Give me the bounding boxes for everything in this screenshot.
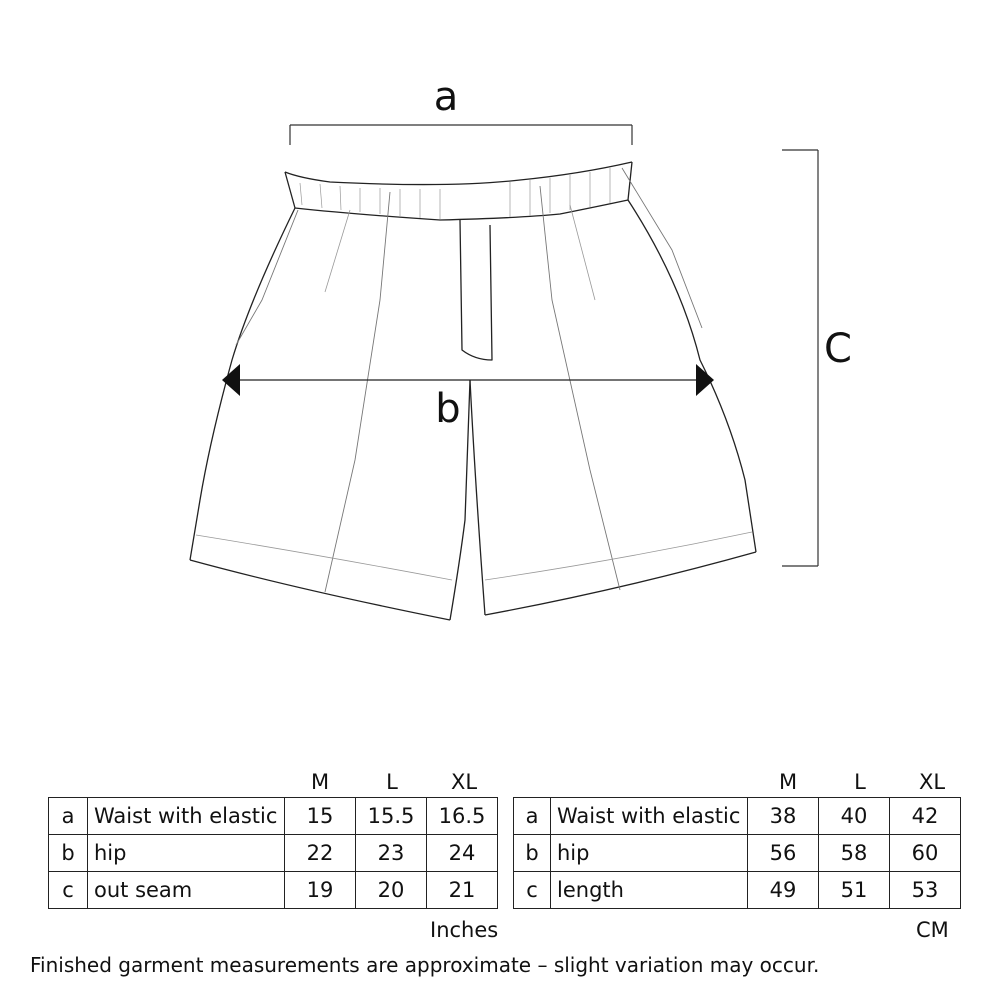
cell-value: 23 bbox=[355, 834, 427, 872]
cell-value: 16.5 bbox=[426, 797, 498, 835]
cell-value: 58 bbox=[818, 834, 890, 872]
inches-size-l: L bbox=[386, 770, 398, 794]
table-row: c length 49 51 53 bbox=[513, 871, 961, 909]
dimension-label-a: a bbox=[434, 74, 459, 120]
measurement-disclaimer: Finished garment measurements are approx… bbox=[30, 953, 820, 977]
length-dimension-bracket bbox=[782, 149, 819, 567]
cell-value: 24 bbox=[426, 834, 498, 872]
table-row: a Waist with elastic 15 15.5 16.5 bbox=[48, 797, 498, 835]
cell-value: 53 bbox=[889, 871, 961, 909]
table-row: a Waist with elastic 38 40 42 bbox=[513, 797, 961, 835]
cell-value: 15 bbox=[284, 797, 356, 835]
cell-value: 40 bbox=[818, 797, 890, 835]
cell-value: 22 bbox=[284, 834, 356, 872]
inches-size-m: M bbox=[310, 770, 330, 794]
row-measurement-name: Waist with elastic bbox=[87, 797, 285, 835]
cell-value: 49 bbox=[747, 871, 819, 909]
table-row: c out seam 19 20 21 bbox=[48, 871, 498, 909]
cell-value: 60 bbox=[889, 834, 961, 872]
dimension-label-c: C bbox=[824, 326, 852, 372]
row-measurement-name: hip bbox=[87, 834, 285, 872]
shorts-technical-drawing: a C bbox=[189, 74, 852, 621]
row-measurement-name: Waist with elastic bbox=[550, 797, 748, 835]
waist-dimension-bracket bbox=[289, 124, 633, 145]
shorts-outline bbox=[189, 161, 757, 621]
cm-measurement-table: a Waist with elastic 38 40 42 b hip 56 5… bbox=[513, 797, 961, 909]
inches-size-headers: M L XL bbox=[285, 770, 501, 796]
cell-value: 38 bbox=[747, 797, 819, 835]
cell-value: 56 bbox=[747, 834, 819, 872]
row-measurement-name: out seam bbox=[87, 871, 285, 909]
cell-value: 19 bbox=[284, 871, 356, 909]
dimension-label-b: b bbox=[435, 386, 460, 432]
table-row: b hip 22 23 24 bbox=[48, 834, 498, 872]
cm-unit-label: CM bbox=[916, 918, 949, 942]
table-row: b hip 56 58 60 bbox=[513, 834, 961, 872]
row-measurement-name: length bbox=[550, 871, 748, 909]
cell-value: 20 bbox=[355, 871, 427, 909]
row-key: a bbox=[513, 797, 551, 835]
row-measurement-name: hip bbox=[550, 834, 748, 872]
row-key: c bbox=[513, 871, 551, 909]
cell-value: 51 bbox=[818, 871, 890, 909]
cell-value: 42 bbox=[889, 797, 961, 835]
cell-value: 21 bbox=[426, 871, 498, 909]
cm-size-xl: XL bbox=[918, 770, 946, 794]
cm-size-headers: M L XL bbox=[753, 770, 969, 796]
row-key: b bbox=[48, 834, 88, 872]
row-key: b bbox=[513, 834, 551, 872]
inches-size-xl: XL bbox=[450, 770, 478, 794]
row-key: a bbox=[48, 797, 88, 835]
cm-size-m: M bbox=[778, 770, 798, 794]
cell-value: 15.5 bbox=[355, 797, 427, 835]
row-key: c bbox=[48, 871, 88, 909]
inches-measurement-table: a Waist with elastic 15 15.5 16.5 b hip … bbox=[48, 797, 498, 909]
hip-dimension-arrow bbox=[222, 364, 714, 396]
cm-size-l: L bbox=[854, 770, 866, 794]
inches-unit-label: Inches bbox=[430, 918, 499, 942]
